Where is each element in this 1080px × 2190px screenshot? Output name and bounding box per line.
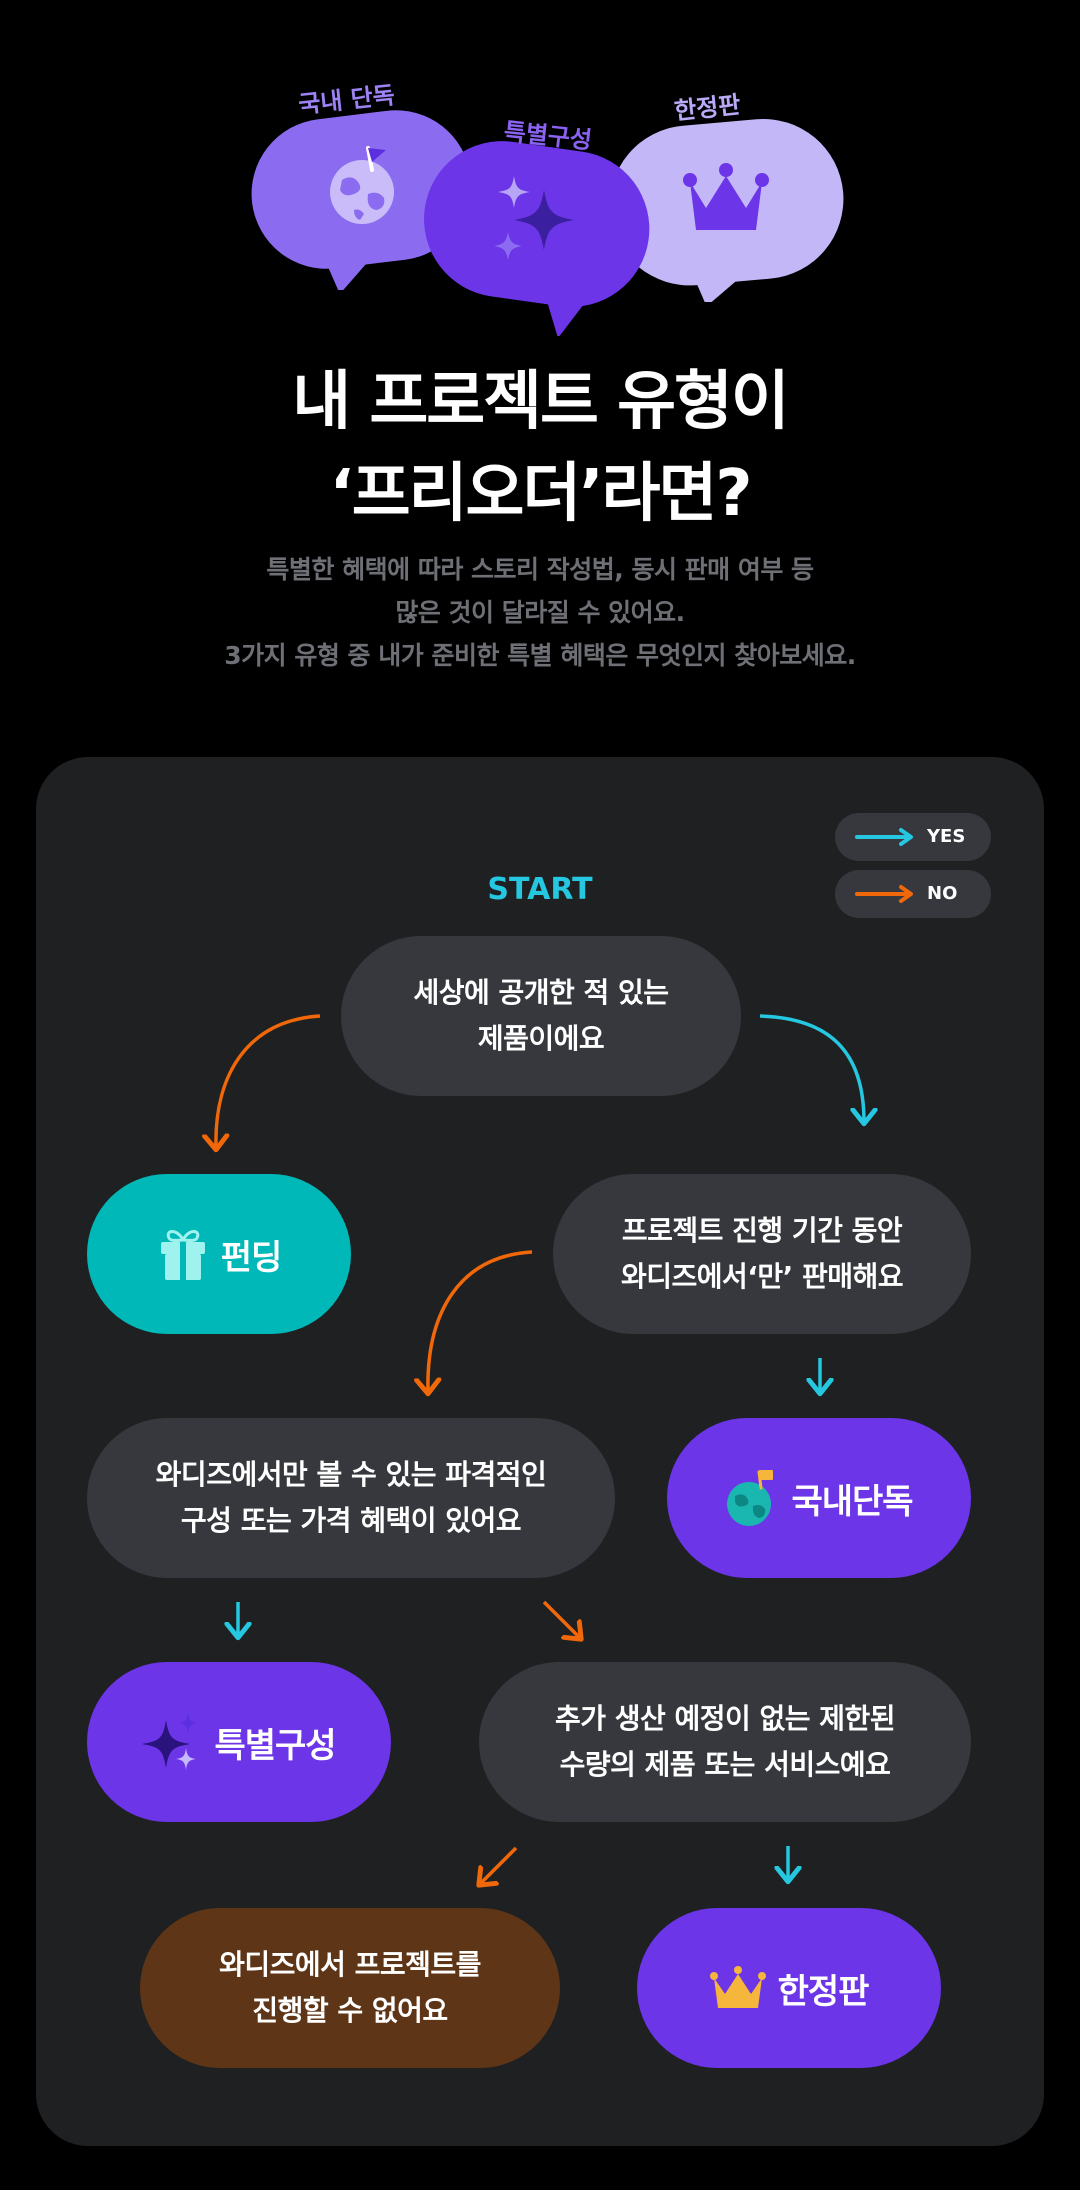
legend-yes: YES: [835, 813, 991, 861]
result-special: 특별구성: [87, 1662, 391, 1822]
subtitle-line2: 많은 것이 달라질 수 있어요.: [395, 598, 685, 627]
arrow-q4-no: [480, 1846, 518, 1884]
crown-icon: [709, 1966, 766, 2008]
arrow-q2-no: [428, 1250, 533, 1392]
question-node-2: 프로젝트 진행 기간 동안 와디즈에서‘만’ 판매해요: [553, 1174, 971, 1334]
legend-no: NO: [835, 870, 991, 918]
globe-flag-icon: [727, 1470, 774, 1526]
result-not-possible: 와디즈에서 프로젝트를 진행할 수 없어요: [140, 1908, 560, 2068]
yes-arrow-icon: [855, 828, 913, 846]
page-title-line1: 내 프로젝트 유형이: [292, 365, 790, 439]
result-funding: 펀딩: [87, 1174, 351, 1334]
page-title-line2: ‘프리오더’라면?: [329, 457, 752, 531]
sparkles-icon: [142, 1712, 199, 1770]
arrow-q3-no: [542, 1600, 580, 1638]
arrow-q1-yes: [759, 1014, 864, 1122]
sparkles-icon: [494, 176, 574, 260]
question-node-1: 세상에 공개한 적 있는 제품이에요: [341, 936, 741, 1096]
subtitle-line3: 3가지 유형 중 내가 준비한 특별 혜택은 무엇인지 찾아보세요.: [224, 641, 856, 670]
globe-flag-icon: [330, 146, 394, 224]
question-node-4: 추가 생산 예정이 없는 제한된 수량의 제품 또는 서비스예요: [479, 1662, 971, 1822]
legend-no-label: NO: [927, 883, 958, 904]
start-label: START: [487, 872, 593, 907]
subtitle-line1: 특별한 혜택에 따라 스토리 작성법, 동시 판매 여부 등: [266, 555, 814, 584]
arrow-q1-no: [216, 1014, 321, 1148]
result-limited: 한정판: [637, 1908, 941, 2068]
question-node-3: 와디즈에서만 볼 수 있는 파격적인 구성 또는 가격 혜택이 있어요: [87, 1418, 615, 1578]
legend-yes-label: YES: [927, 826, 966, 847]
gift-icon: [160, 1230, 205, 1280]
no-arrow-icon: [855, 885, 913, 903]
crown-icon: [683, 163, 769, 230]
result-domestic: 국내단독: [667, 1418, 971, 1578]
